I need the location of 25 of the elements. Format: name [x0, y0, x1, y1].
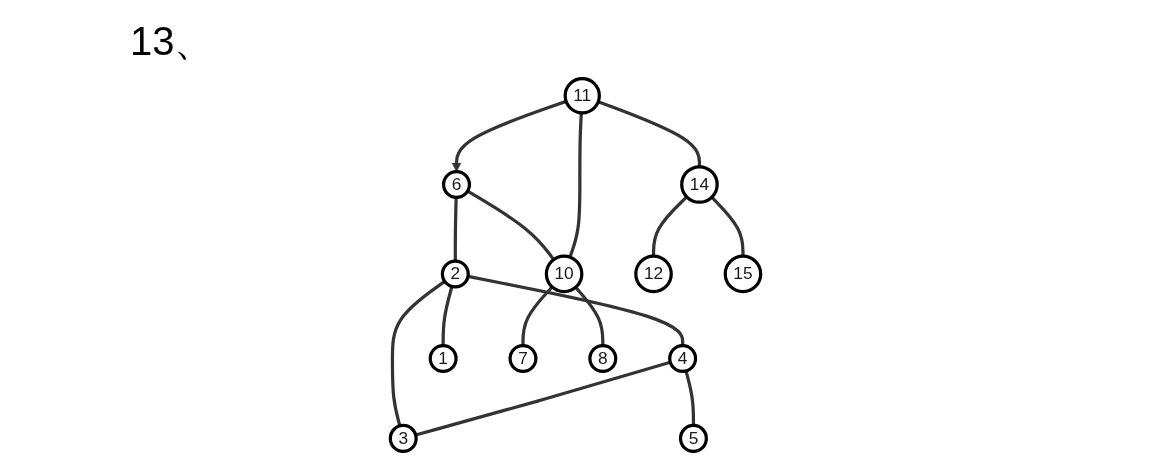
node-circle: 15: [723, 254, 763, 294]
node-circle: 10: [544, 254, 584, 294]
connector: [453, 197, 458, 262]
node-circle: 3: [388, 423, 418, 453]
node-circle: 4: [668, 344, 698, 374]
node-circle: 12: [634, 254, 673, 294]
connector: [415, 360, 671, 437]
connector: [684, 370, 696, 426]
connector: [568, 112, 583, 258]
connector: [710, 196, 745, 257]
node-circle: 2: [440, 259, 470, 289]
node-circle: 1: [428, 344, 458, 374]
connector: [651, 195, 688, 257]
title: 13、: [130, 18, 215, 65]
node-circle: 6: [442, 169, 472, 200]
node-circle: 14: [680, 165, 719, 204]
connector: [521, 285, 554, 346]
connector: [441, 285, 454, 346]
connector: [390, 280, 446, 427]
node-circle: 7: [508, 344, 538, 374]
connector: [466, 189, 555, 261]
node-circle: 11: [563, 77, 601, 115]
connector: [574, 286, 605, 346]
node-circle: 8: [588, 344, 618, 374]
node-circle: 5: [678, 423, 708, 453]
